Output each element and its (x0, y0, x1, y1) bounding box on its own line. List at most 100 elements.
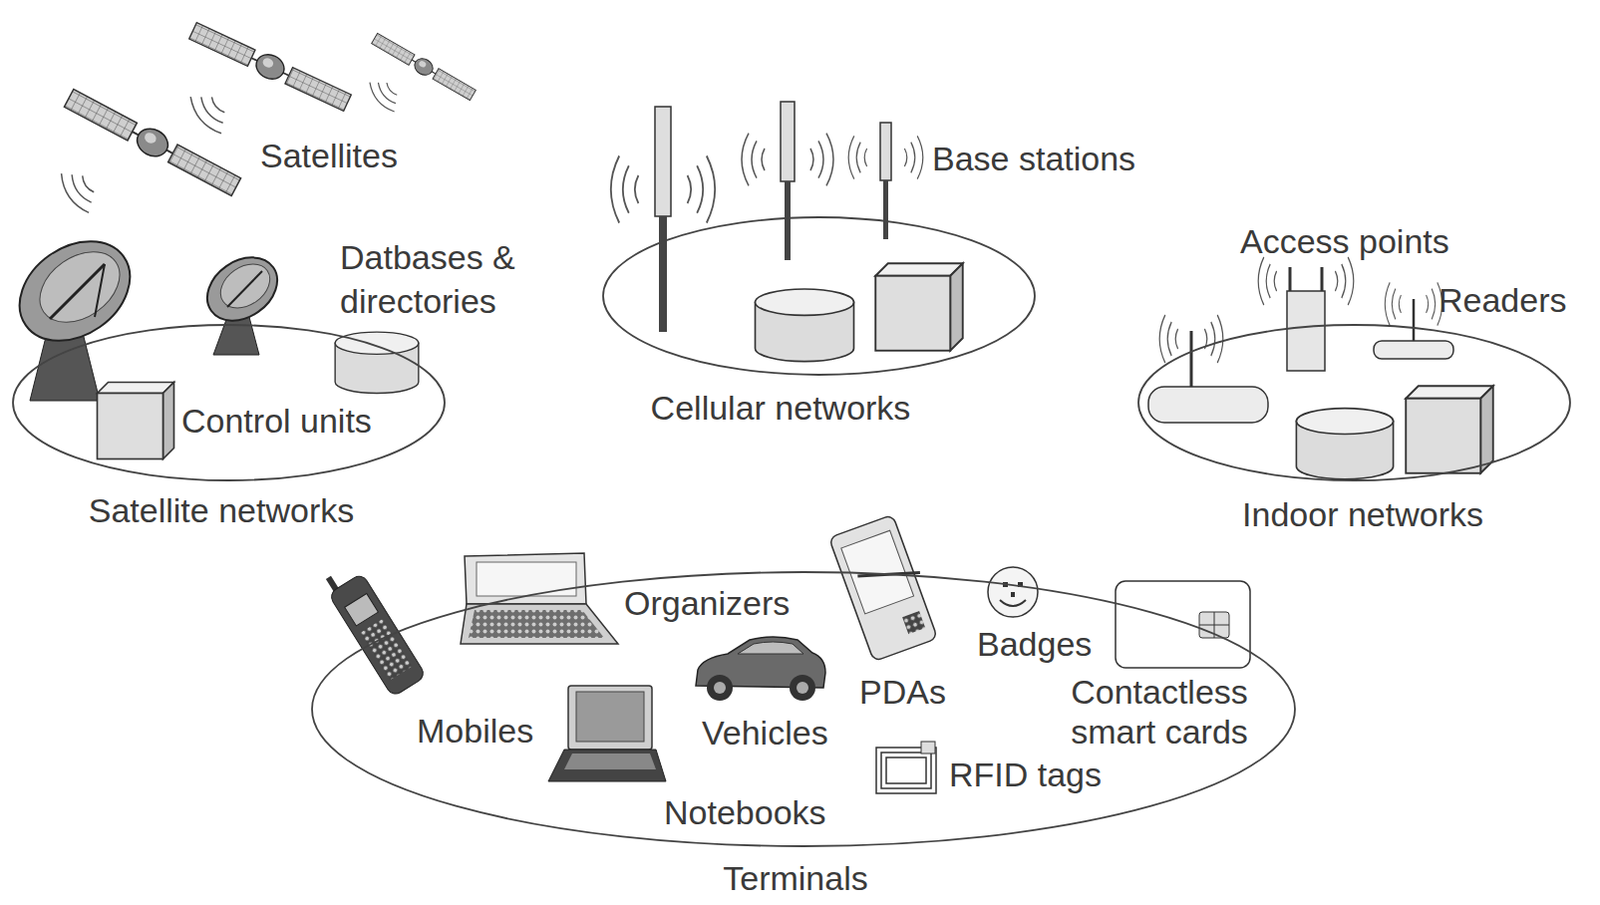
wireless-router-part-part (1204, 315, 1223, 363)
part-label: Badges (976, 625, 1092, 664)
satellite-icon (62, 86, 243, 199)
region-label: Indoor networks (1242, 495, 1484, 535)
mobile-phone (320, 561, 427, 698)
base-station-part (784, 181, 791, 261)
rfid-reader-part (1373, 340, 1454, 359)
dish-antenna-part (26, 237, 133, 337)
database-cylinder (1295, 408, 1393, 480)
rfid-reader-part-part (1384, 282, 1401, 325)
dish-antenna-part (49, 264, 105, 320)
rfid-tag (876, 741, 937, 794)
badge-smiley-part (1010, 592, 1015, 598)
part-label: PDAs (859, 672, 947, 712)
radio-waves (185, 86, 234, 139)
part-label: Organizers (624, 584, 790, 624)
access-point-part (1258, 257, 1277, 306)
radio-waves (55, 164, 102, 218)
network-region: Cellular networks (602, 216, 1036, 376)
database-cylinder-part (334, 331, 419, 393)
part-label: Notebooks (663, 793, 827, 833)
part-label: RFID tags (949, 755, 1102, 795)
rfid-tag-part (881, 752, 932, 789)
wireless-router-part (1190, 330, 1194, 391)
control-unit-cube-part (1405, 385, 1494, 474)
base-station-part-part (741, 133, 765, 187)
network-region: Indoor networks (1137, 323, 1572, 482)
radio-waves-part (55, 164, 102, 218)
access-point-part (1334, 257, 1353, 306)
satellite-icon-part (370, 31, 478, 103)
vehicle-icon (695, 637, 826, 701)
vehicle-icon-part (713, 681, 726, 694)
base-station-part-part (904, 135, 923, 179)
base-station-part (848, 135, 867, 179)
mobile-phone-part (360, 619, 413, 680)
region-label: Cellular networks (650, 388, 912, 428)
base-station-part (810, 133, 834, 187)
rfid-reader-part (1412, 299, 1416, 344)
part-label: Mobiles (416, 711, 534, 751)
region-ellipse (1138, 324, 1571, 481)
smart-card-part (1115, 581, 1251, 668)
base-station (611, 106, 715, 332)
region-outline (1137, 323, 1572, 482)
base-station-part (611, 155, 640, 223)
badge-smiley (987, 567, 1038, 618)
part-label: Satellites (260, 136, 398, 176)
wireless-router-part-part (1159, 315, 1178, 363)
dish-antenna-part (213, 317, 260, 355)
control-unit-cube (97, 382, 175, 460)
notebook-computer (548, 685, 666, 782)
notebook-computer-part (568, 685, 652, 750)
organizer-device-part (468, 610, 605, 639)
access-point (1258, 257, 1354, 371)
part-label: Readers (1438, 281, 1568, 320)
base-station-part (880, 122, 892, 181)
base-station-part (658, 216, 667, 332)
base-station-part-part (848, 135, 867, 179)
vehicle-icon-part (706, 674, 733, 701)
part-label: Vehicles (701, 713, 829, 753)
control-unit-cube-part (97, 382, 175, 460)
database-cylinder (755, 289, 855, 362)
dish-antenna-part (195, 244, 290, 333)
badge-smiley-part (999, 600, 1026, 607)
database-cylinder-part (755, 289, 855, 362)
base-station-part-part (687, 155, 716, 223)
wireless-router (1148, 315, 1269, 423)
base-station-part (883, 180, 889, 240)
region-ellipse (12, 324, 445, 481)
base-station-part (780, 101, 795, 182)
access-point-part-part (1258, 257, 1277, 306)
vehicle-icon-part (796, 681, 809, 694)
notebook-computer-part (564, 753, 656, 770)
control-unit-cube (1405, 385, 1494, 474)
database-cylinder-part (1295, 408, 1393, 480)
region-outline (602, 216, 1036, 376)
part-label: Contactless smart cards (1052, 671, 1267, 752)
rfid-tag-part (886, 757, 927, 784)
part-label: Base stations (932, 139, 1136, 179)
dish-antenna-part (212, 255, 279, 318)
organizer-device-part (460, 604, 619, 644)
wireless-router-part (1204, 315, 1223, 363)
dish-antenna-part (94, 264, 105, 318)
region-label: Terminals (722, 859, 868, 899)
notebook-computer-part (548, 749, 666, 782)
rfid-reader-part (1384, 282, 1401, 325)
access-point-part (1286, 291, 1325, 371)
base-station-part-part (810, 133, 834, 187)
region-ellipse (312, 572, 1295, 847)
notebook-computer-part (576, 691, 644, 742)
wireless-router-part (1159, 315, 1178, 363)
mobile-phone-part (344, 593, 379, 626)
control-unit-cube-part (875, 263, 963, 351)
dish-antenna-part (0, 221, 150, 362)
database-cylinder (334, 331, 419, 393)
badge-smiley-part (987, 567, 1038, 618)
radio-waves (365, 73, 405, 115)
pda-device-part (902, 611, 926, 635)
access-point-part-part (1334, 257, 1353, 306)
